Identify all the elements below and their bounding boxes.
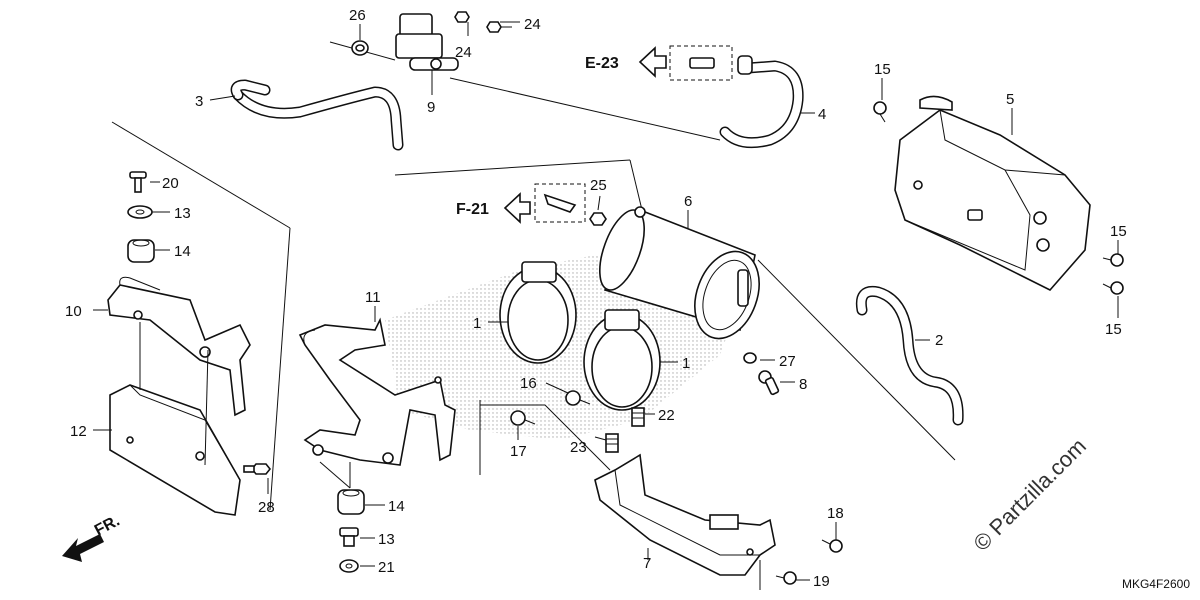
- callout-3: 3: [195, 93, 203, 110]
- bracket-7: [594, 453, 776, 576]
- callout-5: 5: [1006, 91, 1014, 108]
- diagram-code: MKG4F2600: [1122, 577, 1190, 591]
- callout-10: 10: [65, 303, 82, 320]
- collar-13-top: [127, 205, 153, 219]
- valve-9: [395, 13, 459, 71]
- watermark: © Partzilla.com: [968, 433, 1091, 556]
- callout-23: 23: [570, 439, 587, 456]
- clips-22: [605, 407, 645, 453]
- callout-6: 6: [684, 193, 692, 210]
- callout-2: 2: [935, 332, 943, 349]
- callout-8: 8: [799, 376, 807, 393]
- callout-14-bottom: 14: [388, 498, 405, 515]
- callout-17: 17: [510, 443, 527, 460]
- front-label: FR.: [92, 512, 123, 539]
- nut-21: [339, 559, 359, 573]
- collar-13-bottom: [339, 527, 359, 547]
- hose-4: [719, 60, 804, 149]
- callout-25: 25: [590, 177, 607, 194]
- clip-26: [351, 40, 369, 56]
- bolt-19: [775, 571, 797, 585]
- grommet-14-top: [127, 239, 155, 263]
- bolt-20: [129, 171, 147, 193]
- e23-reference: E-23: [585, 45, 753, 81]
- callout-26: 26: [349, 7, 366, 24]
- callout-18: 18: [827, 505, 844, 522]
- callout-4: 4: [818, 106, 826, 123]
- front-arrow-icon: [62, 534, 104, 562]
- washer-27: [743, 352, 757, 364]
- callout-12: 12: [70, 423, 87, 440]
- bolt-28: [243, 463, 272, 475]
- callout-24-left: 24: [455, 44, 472, 61]
- callout-14-top: 14: [174, 243, 191, 260]
- callout-16: 16: [520, 375, 537, 392]
- front-direction-indicator: FR.: [62, 512, 123, 562]
- callout-24-right: 24: [524, 16, 541, 33]
- band-1-right: [583, 309, 661, 411]
- bracket-5: [894, 95, 1091, 291]
- bolts-24: [454, 11, 512, 33]
- callout-15-top: 15: [874, 61, 891, 78]
- assembly-lines: [111, 41, 956, 590]
- callout-13-top: 13: [174, 205, 191, 222]
- hose-2: [855, 285, 964, 426]
- f21-reference: F-21: [456, 183, 586, 224]
- bolt-17: [510, 410, 536, 426]
- callout-19: 19: [813, 573, 830, 590]
- callout-13-bottom: 13: [378, 531, 395, 548]
- callout-1-right: 1: [682, 355, 690, 372]
- bracket-11: [298, 317, 456, 466]
- grommet-14-bottom: [337, 489, 365, 515]
- callout-21: 21: [378, 559, 395, 576]
- bracket-10: [107, 276, 251, 417]
- callout-15-mid: 15: [1110, 223, 1127, 240]
- fitting-8: [758, 370, 780, 396]
- hose-3: [230, 79, 404, 151]
- callout-22: 22: [658, 407, 675, 424]
- callout-1-left: 1: [473, 315, 481, 332]
- leader-lines: [93, 21, 1119, 581]
- bolt-18: [821, 539, 843, 553]
- canister-6: [599, 206, 760, 340]
- f21-label: F-21: [456, 201, 489, 218]
- bolt-25: [589, 212, 607, 226]
- callout-labels: 3 4 5 6 1 1 2 8 27 9 10 11 12 20 13 14 1…: [65, 7, 1127, 590]
- callout-7: 7: [643, 555, 651, 572]
- band-1-left: [499, 261, 577, 364]
- callout-15-bottom: 15: [1105, 321, 1122, 338]
- callout-11: 11: [365, 289, 381, 306]
- cover-12: [109, 384, 241, 516]
- callout-9: 9: [427, 99, 435, 116]
- callout-27: 27: [779, 353, 796, 370]
- bolts-15: [873, 101, 1124, 295]
- callout-28: 28: [258, 499, 275, 516]
- callout-20: 20: [162, 175, 179, 192]
- e23-label: E-23: [585, 55, 619, 72]
- bolt-16: [565, 390, 591, 406]
